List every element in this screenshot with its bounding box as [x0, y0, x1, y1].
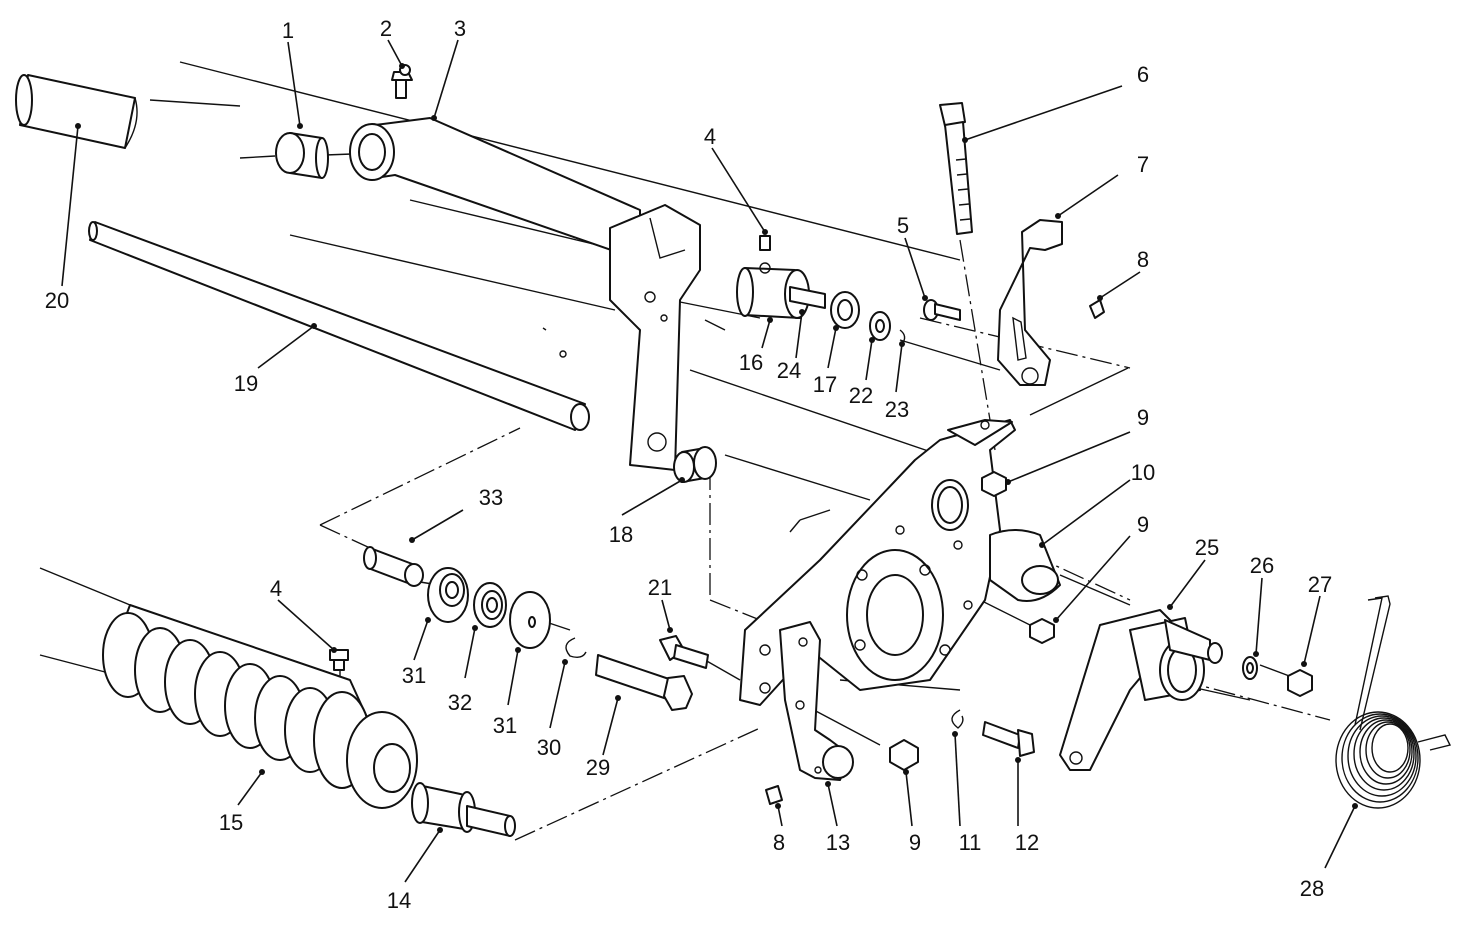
bushing-part-1 — [275, 132, 329, 179]
callout-22: 22 — [849, 383, 873, 408]
callout-16: 16 — [739, 350, 763, 375]
callout-33: 33 — [479, 485, 503, 510]
spring-part-28 — [1335, 595, 1452, 809]
callout-2: 2 — [380, 16, 392, 41]
callout-3: 3 — [454, 16, 466, 41]
clip-part-30 — [565, 637, 587, 659]
lever-part-13 — [779, 621, 854, 781]
callout-14: 14 — [387, 888, 411, 913]
retaining-ring-part-11 — [951, 709, 964, 729]
callout-19: 19 — [234, 371, 258, 396]
callout-8-bottom: 8 — [773, 830, 785, 855]
callout-24: 24 — [777, 358, 801, 383]
grease-fitting-part-4-bottom — [329, 649, 349, 671]
callout-32: 32 — [448, 690, 472, 715]
roller-part-15 — [102, 604, 418, 809]
set-screw-part-8-bottom — [765, 785, 783, 805]
callout-7: 7 — [1137, 152, 1149, 177]
callout-1: 1 — [282, 18, 294, 43]
link-arm — [609, 204, 701, 471]
callout-6: 6 — [1137, 62, 1149, 87]
callout-31-right: 31 — [493, 713, 517, 738]
bearing-part-32 — [473, 582, 507, 628]
callout-31-left: 31 — [402, 663, 426, 688]
callout-28: 28 — [1300, 876, 1324, 901]
washer-part-26 — [1242, 656, 1258, 680]
callout-26: 26 — [1250, 553, 1274, 578]
callout-12: 12 — [1015, 830, 1039, 855]
nut-part-9-top — [981, 471, 1007, 497]
callout-18: 18 — [609, 522, 633, 547]
rod-part-19 — [88, 221, 590, 431]
axle-part-14 — [411, 782, 516, 837]
callout-23: 23 — [885, 397, 909, 422]
bolt-part-29 — [595, 654, 693, 711]
bushing-part-18 — [673, 446, 717, 483]
tube-part-20 — [15, 74, 138, 149]
callout-labels: 1 2 3 4 5 6 7 8 9 10 9 25 26 27 28 12 11… — [45, 16, 1332, 913]
callout-20: 20 — [45, 288, 69, 313]
callout-27: 27 — [1308, 572, 1332, 597]
bolt-part-21 — [659, 635, 709, 669]
nut-part-9-bottom — [889, 739, 919, 771]
callout-15: 15 — [219, 810, 243, 835]
callout-21: 21 — [648, 575, 672, 600]
leader-lines — [61, 39, 1358, 883]
callout-10: 10 — [1131, 460, 1155, 485]
wheel-part-31-left — [427, 567, 469, 623]
set-screw-part-8-top — [1089, 299, 1105, 319]
arm-part-25 — [1059, 609, 1223, 771]
shaft-stack-16 — [736, 235, 906, 345]
callout-17: 17 — [813, 372, 837, 397]
callout-9-bottom: 9 — [909, 830, 921, 855]
callout-29: 29 — [586, 755, 610, 780]
callout-4-top: 4 — [704, 124, 716, 149]
callout-25: 25 — [1195, 535, 1219, 560]
side-plate — [739, 419, 1016, 706]
callout-5: 5 — [897, 213, 909, 238]
nut-part-27 — [1287, 669, 1313, 697]
housing-part-3 — [349, 117, 641, 261]
bolt-part-12 — [982, 721, 1035, 757]
lever-part-7 — [997, 219, 1063, 386]
callout-4-bottom: 4 — [270, 576, 282, 601]
grease-fitting-part-2 — [391, 64, 413, 99]
bolt-part-5 — [923, 299, 961, 321]
callout-30: 30 — [537, 735, 561, 760]
callout-9-top: 9 — [1137, 405, 1149, 430]
nut-part-9-right — [1029, 618, 1055, 644]
callout-9-right: 9 — [1137, 512, 1149, 537]
callout-13: 13 — [826, 830, 850, 855]
washer-part-31-right — [509, 591, 551, 649]
callout-11: 11 — [959, 830, 982, 855]
callout-8-top: 8 — [1137, 247, 1149, 272]
bolt-part-6 — [939, 102, 973, 235]
spacer-part-33 — [363, 546, 424, 587]
